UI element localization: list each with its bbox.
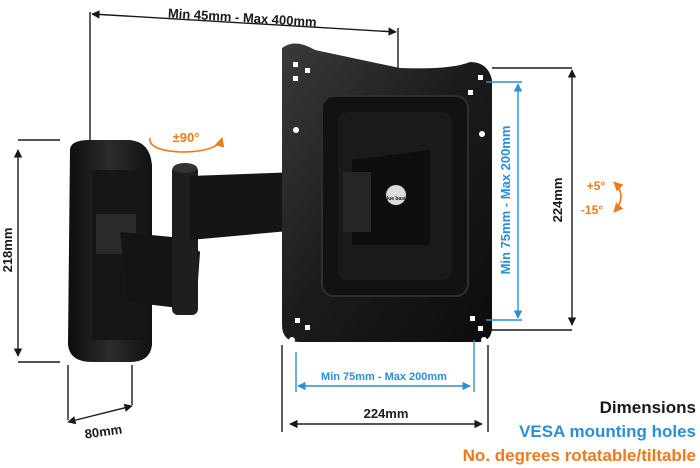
rotation-arrows: [149, 137, 624, 213]
tilt-up-label: +5°: [587, 179, 606, 193]
brand-logo-text: blue basic: [384, 196, 409, 202]
tilt-down-label: -15°: [581, 203, 603, 217]
legend-vesa: VESA mounting holes: [519, 422, 696, 441]
wall-plate-width-label: 80mm: [84, 422, 123, 442]
legend-dimensions: Dimensions: [599, 398, 696, 417]
vesa-horizontal-label: Min 75mm - Max 200mm: [321, 371, 447, 383]
plate-height-label: 224mm: [550, 178, 565, 223]
vesa-plate: [282, 43, 492, 343]
width-range-label: Min 45mm - Max 400mm: [168, 5, 317, 29]
dimension-lines: [13, 10, 577, 432]
tilt-arrow-icon: [613, 181, 624, 213]
swing-arm: [120, 163, 300, 315]
arm-height-label: 218mm: [0, 228, 15, 273]
swivel-label: ±90°: [173, 130, 200, 145]
legend-rotation: No. degrees rotatable/tiltable: [462, 446, 696, 465]
vesa-lines: [295, 81, 523, 392]
brand-logo-badge: [386, 185, 406, 205]
vesa-vertical-label: Min 75mm - Max 200mm: [498, 126, 513, 275]
plate-width-label: 224mm: [364, 406, 409, 421]
swivel-arrow-icon: [149, 137, 225, 153]
